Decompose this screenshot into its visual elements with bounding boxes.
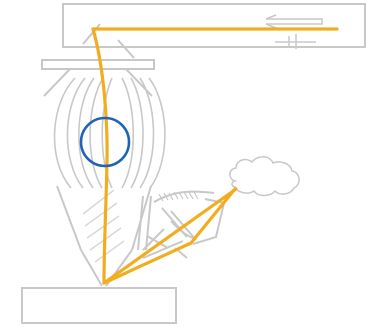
cloud-icon xyxy=(230,157,299,196)
beam-path xyxy=(93,29,337,283)
base-plate xyxy=(22,288,176,323)
lens-body xyxy=(55,78,165,188)
mirror-mount xyxy=(42,24,154,96)
left-arrow-icon xyxy=(266,15,322,28)
top-housing xyxy=(63,4,365,47)
